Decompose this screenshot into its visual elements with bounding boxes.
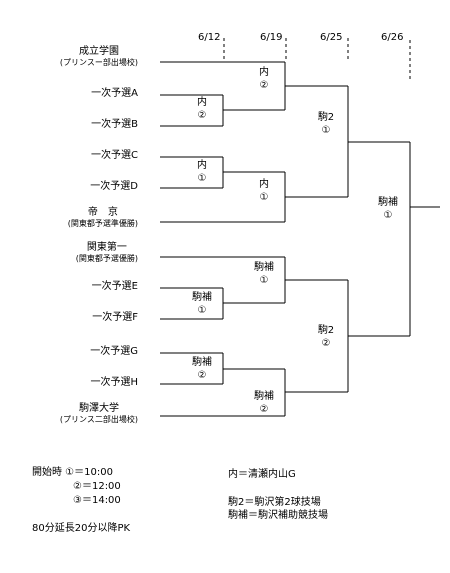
match-format: 80分延長20分以降PK	[32, 523, 131, 534]
match-slot: ①	[259, 192, 269, 203]
match-semifinal-bottom: 駒2 ②	[306, 324, 346, 350]
match-venue: 駒補	[254, 391, 274, 402]
team-name: 成立学園	[78, 46, 119, 57]
match-semifinal-top: 駒2 ①	[306, 111, 346, 137]
match-venue: 駒2	[317, 325, 335, 336]
match-venue: 内	[259, 67, 269, 78]
team-qualifier-g: 一次予選G	[90, 346, 138, 358]
team-qualifier-c: 一次予選C	[91, 150, 138, 162]
team-name: 一次予選G	[90, 346, 138, 357]
team-note: (関東都予選優勝)	[75, 254, 138, 263]
match-venue: 内	[197, 160, 207, 171]
team-note: (プリンスー部出場校)	[59, 58, 138, 67]
team-name: 一次予選B	[91, 119, 138, 130]
team-kanto-daiichi: 関東第一 (関東都予選優勝)	[76, 242, 138, 264]
team-seiritsu: 成立学園 (プリンスー部出場校)	[60, 46, 138, 68]
match-venue: 内	[197, 97, 207, 108]
match-venue: 内	[259, 179, 269, 190]
team-note: (関東都予選準優勝)	[67, 219, 138, 228]
team-komazawa: 駒澤大学 (プリンス二部出場校)	[60, 403, 138, 425]
team-qualifier-a: 一次予選A	[91, 88, 138, 100]
team-name: 帝 京	[87, 207, 118, 218]
match-r1-ef: 駒補 ①	[182, 291, 222, 317]
match-venue: 駒補	[378, 197, 398, 208]
team-name: 一次予選H	[90, 377, 138, 388]
start-time-1: 開始時 ①＝10:00	[32, 467, 113, 478]
date-round1: 6/12	[198, 32, 221, 43]
match-r1-cd: 内 ①	[182, 159, 222, 185]
venue-legend-komazawa2: 駒2＝駒沢第2球技場	[228, 497, 321, 508]
match-slot: ②	[321, 338, 331, 349]
match-r2-top-b: 内 ①	[244, 178, 284, 204]
match-slot: ②	[197, 110, 207, 121]
team-qualifier-b: 一次予選B	[91, 119, 138, 131]
match-slot: ①	[321, 125, 331, 136]
team-qualifier-h: 一次予選H	[90, 377, 138, 389]
date-semifinal: 6/25	[320, 32, 343, 43]
team-qualifier-f: 一次予選F	[92, 312, 138, 324]
match-slot: ①	[197, 305, 207, 316]
venue-legend-komazawa-aux: 駒補＝駒沢補助競技場	[228, 510, 328, 521]
match-r2-bottom-a: 駒補 ①	[244, 261, 284, 287]
team-qualifier-e: 一次予選E	[92, 281, 138, 293]
team-name: 一次予選D	[90, 181, 138, 192]
match-venue: 駒補	[192, 292, 212, 303]
match-final: 駒補 ①	[368, 196, 408, 222]
match-slot: ①	[197, 173, 207, 184]
team-name: 駒澤大学	[78, 403, 119, 414]
match-r1-gh: 駒補 ②	[182, 356, 222, 382]
match-venue: 駒2	[317, 112, 335, 123]
date-round2: 6/19	[260, 32, 283, 43]
match-venue: 駒補	[254, 262, 274, 273]
match-slot: ②	[259, 80, 269, 91]
team-qualifier-d: 一次予選D	[90, 181, 138, 193]
team-name: 関東第一	[86, 242, 127, 253]
venue-legend-uchiyama: 内＝清瀬内山G	[228, 469, 296, 480]
team-name: 一次予選F	[92, 312, 138, 323]
start-time-2: ②＝12:00	[73, 481, 121, 492]
match-slot: ②	[197, 370, 207, 381]
match-r1-ab: 内 ②	[182, 96, 222, 122]
match-r2-top-a: 内 ②	[244, 66, 284, 92]
team-teikyo: 帝 京 (関東都予選準優勝)	[68, 207, 138, 229]
match-r2-bottom-b: 駒補 ②	[244, 390, 284, 416]
match-slot: ①	[259, 275, 269, 286]
team-name: 一次予選E	[91, 281, 138, 292]
date-final: 6/26	[381, 32, 404, 43]
match-slot: ①	[383, 210, 393, 221]
team-name: 一次予選A	[91, 88, 138, 99]
match-slot: ②	[259, 404, 269, 415]
team-name: 一次予選C	[91, 150, 138, 161]
team-note: (プリンス二部出場校)	[59, 415, 138, 424]
start-time-3: ③＝14:00	[73, 495, 121, 506]
match-venue: 駒補	[192, 357, 212, 368]
